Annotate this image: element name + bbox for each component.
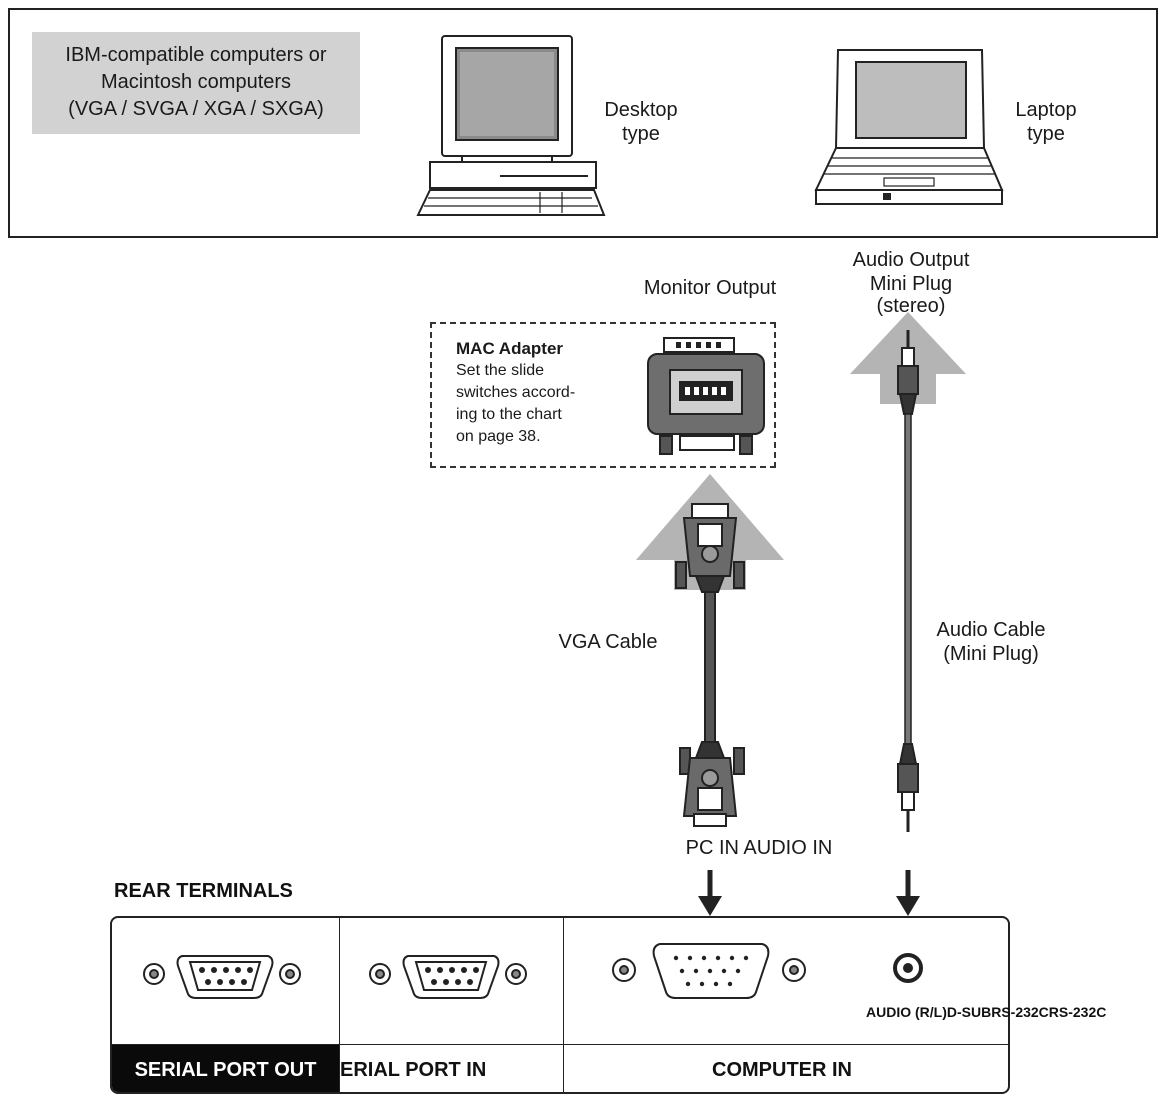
serial-port-out-connector-icon	[143, 955, 301, 999]
rear-terminal-panel: SERIAL PORT OUT ERIAL PORT IN COMPUTER I…	[110, 916, 1010, 1094]
mac-adapter-line-2: switches accord-	[456, 384, 576, 401]
mac-adapter-line-1: Set the slide	[456, 362, 545, 379]
monitor-output-label: Monitor Output	[643, 277, 777, 299]
computers-box	[8, 8, 1158, 238]
desktop-label-line-2: type	[622, 123, 660, 145]
mac-adapter-line-4: on page 38.	[456, 428, 541, 445]
ibm-line-3: (VGA / SVGA / XGA / SXGA)	[68, 98, 324, 120]
vga-cable-icon	[675, 503, 745, 827]
audio-cable-label: Audio Cable (Mini Plug)	[926, 618, 1056, 666]
mac-adapter-box	[430, 322, 776, 468]
audio-in-arrow	[896, 870, 920, 916]
audio-jack-label: AUDIO (R/L)D-SUBRS-232CRS-232C	[866, 1004, 1107, 1020]
rear-terminals-title: REAR TERMINALS	[114, 880, 293, 902]
laptop-label-line-1: Laptop	[1015, 99, 1077, 121]
inputs-label: PC IN AUDIO IN	[685, 837, 833, 859]
vga-cable-label: VGA Cable	[558, 631, 658, 653]
desktop-label-line-1: Desktop	[604, 99, 678, 121]
mac-adapter-icon	[647, 337, 765, 455]
ibm-line-1: IBM-compatible computers or	[65, 44, 327, 66]
serial-port-in-connector-icon	[369, 955, 527, 999]
ibm-line-2: Macintosh computers	[100, 71, 292, 93]
computer-in-connector-icon	[612, 943, 806, 999]
computer-in-label: COMPUTER IN	[712, 1059, 852, 1081]
serial-port-in-label: ERIAL PORT IN	[340, 1059, 487, 1081]
audio-jack-icon	[893, 953, 923, 983]
audio-cable-line-1: Audio Cable	[936, 619, 1046, 641]
audio-output-line-2: Mini Plug	[869, 273, 953, 295]
desktop-label: Desktop type	[586, 98, 696, 146]
audio-output-line-1: Audio Output	[852, 249, 970, 271]
audio-cable-icon	[897, 330, 919, 832]
mac-adapter-line-3: ing to the chart	[456, 406, 562, 423]
audio-cable-line-2: (Mini Plug)	[943, 643, 1039, 665]
panel-divider-2	[563, 918, 564, 1092]
audio-output-label: Audio Output Mini Plug (stereo)	[836, 248, 986, 316]
panel-divider-1	[339, 918, 340, 1092]
mac-adapter-title: MAC Adapter	[456, 339, 564, 358]
serial-port-out-label: SERIAL PORT OUT	[112, 1045, 339, 1092]
mac-adapter-text: MAC Adapter Set the slide switches accor…	[456, 338, 616, 448]
laptop-label: Laptop type	[996, 98, 1096, 146]
laptop-computer-icon	[814, 49, 1004, 205]
computer-type-label: IBM-compatible computers or Macintosh co…	[32, 32, 360, 134]
desktop-computer-icon	[416, 35, 606, 216]
pc-in-arrow	[698, 870, 722, 916]
laptop-label-line-2: type	[1027, 123, 1065, 145]
panel-label-line	[112, 1044, 1008, 1045]
audio-output-line-3: (stereo)	[876, 295, 946, 317]
